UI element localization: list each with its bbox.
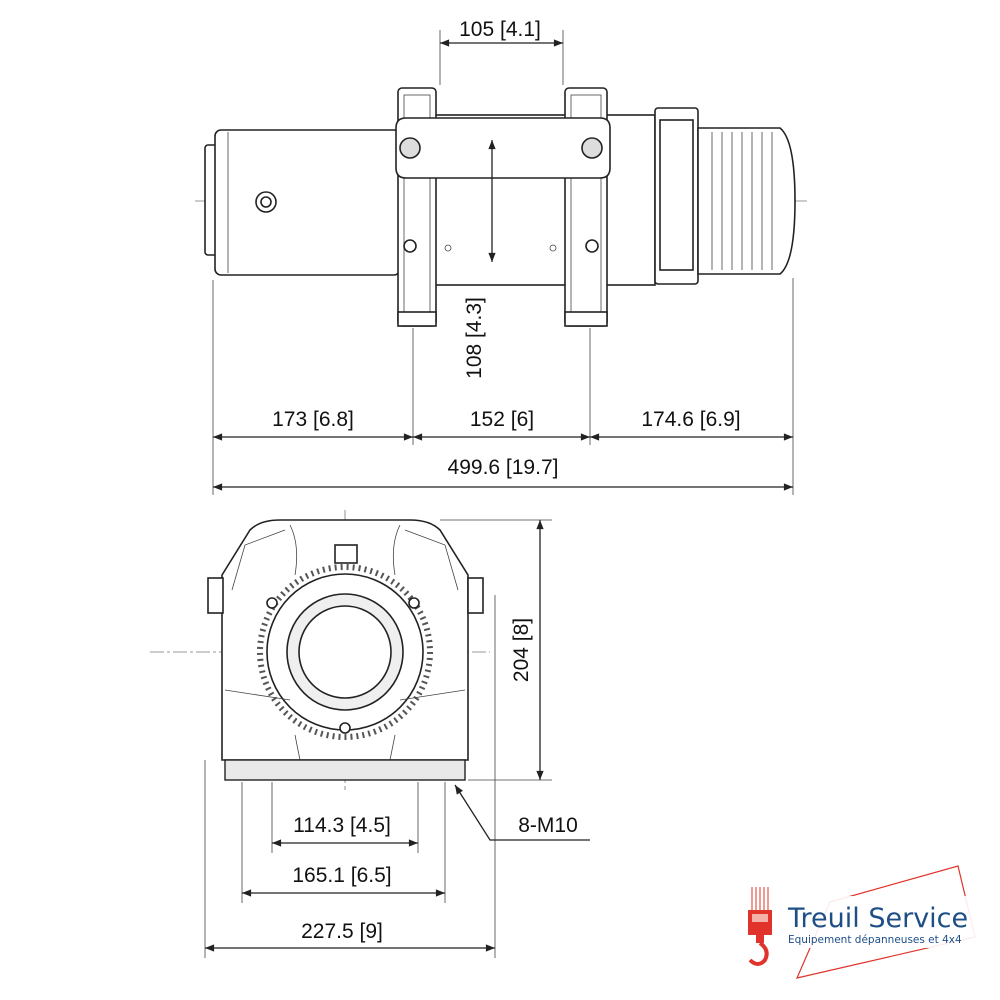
dim-gearbox: 174.6 [6.9] <box>641 408 740 431</box>
dim-height: 204 [8] <box>510 618 533 682</box>
gear-ring <box>257 564 433 740</box>
gearbox <box>654 107 796 285</box>
motor <box>204 129 401 276</box>
winch-top-view: 105 [4.1] 108 [4.3] 173 [6.8] 152 [6] 17… <box>195 18 810 495</box>
dim-bolt-outer: 165.1 [6.5] <box>292 864 391 887</box>
side-bolt-left <box>207 577 224 614</box>
dim-base-width: 227.5 [9] <box>301 920 383 943</box>
crane-hook-icon <box>748 887 772 966</box>
bolt-callout: 8-M10 <box>518 814 578 837</box>
drum-core <box>298 605 392 699</box>
winch-front-view: 204 [8] 114.3 [4.5] 165.1 [6.5] 227.5 [9… <box>150 510 590 958</box>
dim-bolt-inner: 114.3 [4.5] <box>293 814 391 837</box>
tie-bar <box>395 117 611 253</box>
dim-height-mounting: 108 [4.3] <box>463 297 486 379</box>
logo-title: Treuil Service <box>787 903 968 934</box>
side-bolt-right <box>467 577 484 614</box>
treuil-service-logo: Treuil Service Equipement dépanneuses et… <box>748 865 995 979</box>
dim-overall-length: 499.6 [19.7] <box>448 456 559 479</box>
base-plate <box>224 759 466 781</box>
dim-drum: 152 [6] <box>470 408 534 431</box>
logo-subtitle: Equipement dépanneuses et 4x4 <box>788 934 962 946</box>
dim-motor: 173 [6.8] <box>272 408 354 431</box>
dim-bracket-spacing: 105 [4.1] <box>459 18 541 41</box>
